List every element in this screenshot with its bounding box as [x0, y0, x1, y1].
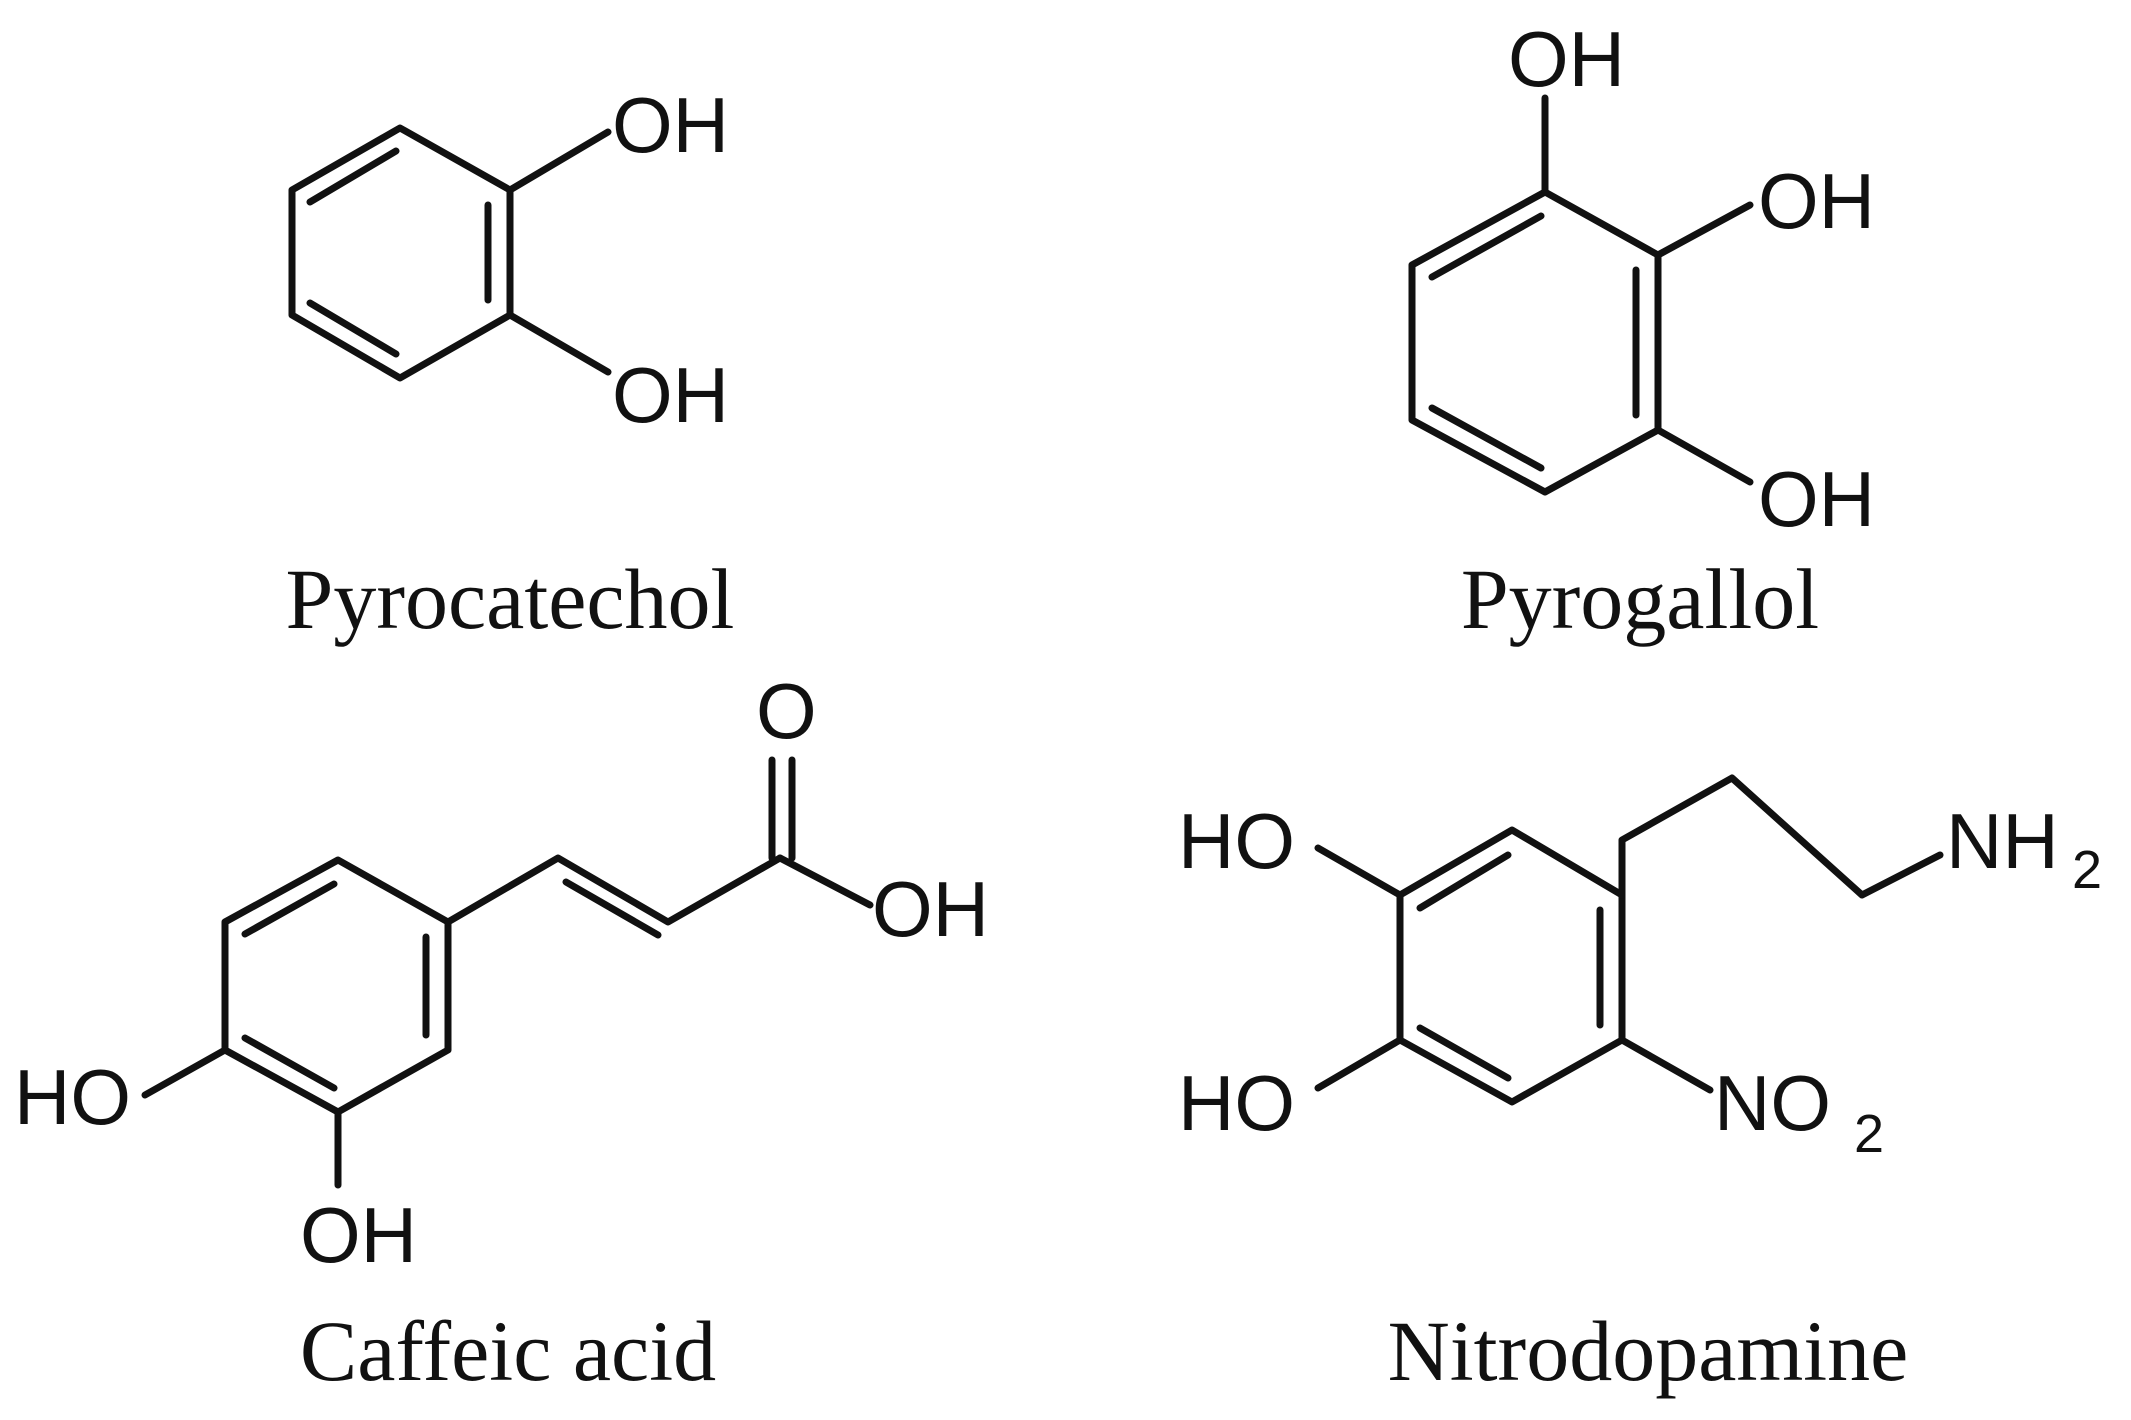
pyrogallol-oh-top: OH [1508, 15, 1625, 103]
nitrodopamine-ho-top: HO [1178, 797, 1295, 885]
pyrogallol-ring [1408, 188, 1662, 496]
caffeic-acid-acid-oh: OH [872, 865, 989, 953]
nitrodopamine-nh: NH [1946, 797, 2059, 885]
caffeic-acid-ho: HO [14, 1053, 131, 1141]
nitrodopamine-no: NO [1714, 1059, 1831, 1147]
pyrogallol-oh-bottom: OH [1758, 455, 1875, 543]
nitrodopamine-caption: Nitrodopamine [1388, 1303, 1909, 1399]
caffeic-acid-double-bond-inner [562, 878, 662, 939]
nitrodopamine-nh-subscript: 2 [2072, 840, 2102, 900]
caffeic-acid-bond-acid-oh [776, 854, 874, 909]
pyrocatechol-caption: Pyrocatechol [286, 551, 735, 647]
caffeic-acid-oh-bottom: OH [300, 1191, 417, 1279]
pyrogallol-oh-middle: OH [1758, 157, 1875, 245]
pyrogallol-bond-oh-middle [1654, 201, 1754, 259]
nitrodopamine-bond-ho-bottom [1314, 1036, 1404, 1092]
nitrodopamine-no-subscript: 2 [1854, 1104, 1884, 1164]
caffeic-acid-ring [221, 856, 452, 1116]
pyrocatechol-bond-oh-bottom [506, 311, 612, 376]
caffeic-acid-bond-ho [141, 1046, 229, 1099]
pyrogallol-bond-oh-bottom [1654, 426, 1754, 486]
caffeic-acid-carbonyl-o: O [756, 667, 817, 755]
nitrodopamine-ring [1396, 826, 1626, 1106]
pyrocatechol-ring [288, 124, 514, 382]
nitrodopamine-bond-no2 [1618, 1036, 1714, 1094]
pyrocatechol-oh-top: OH [612, 81, 729, 169]
pyrocatechol-bond-oh-top [506, 128, 612, 194]
molecule-nitrodopamine: HO HO NH 2 NO 2 Nitrodopamine [1178, 774, 2102, 1399]
nitrodopamine-ethyl-chain [1618, 774, 1944, 899]
caffeic-acid-side-chain [444, 854, 784, 926]
nitrodopamine-bond-ho-top [1314, 844, 1404, 899]
pyrogallol-caption: Pyrogallol [1461, 551, 1819, 647]
molecule-pyrogallol: OH OH OH Pyrogallol [1408, 15, 1875, 647]
nitrodopamine-ho-bottom: HO [1178, 1059, 1295, 1147]
molecule-pyrocatechol: OH OH Pyrocatechol [286, 81, 735, 647]
pyrocatechol-oh-bottom: OH [612, 351, 729, 439]
molecule-caffeic-acid: O OH HO OH Caffeic acid [14, 667, 989, 1399]
caffeic-acid-caption: Caffeic acid [300, 1303, 716, 1399]
